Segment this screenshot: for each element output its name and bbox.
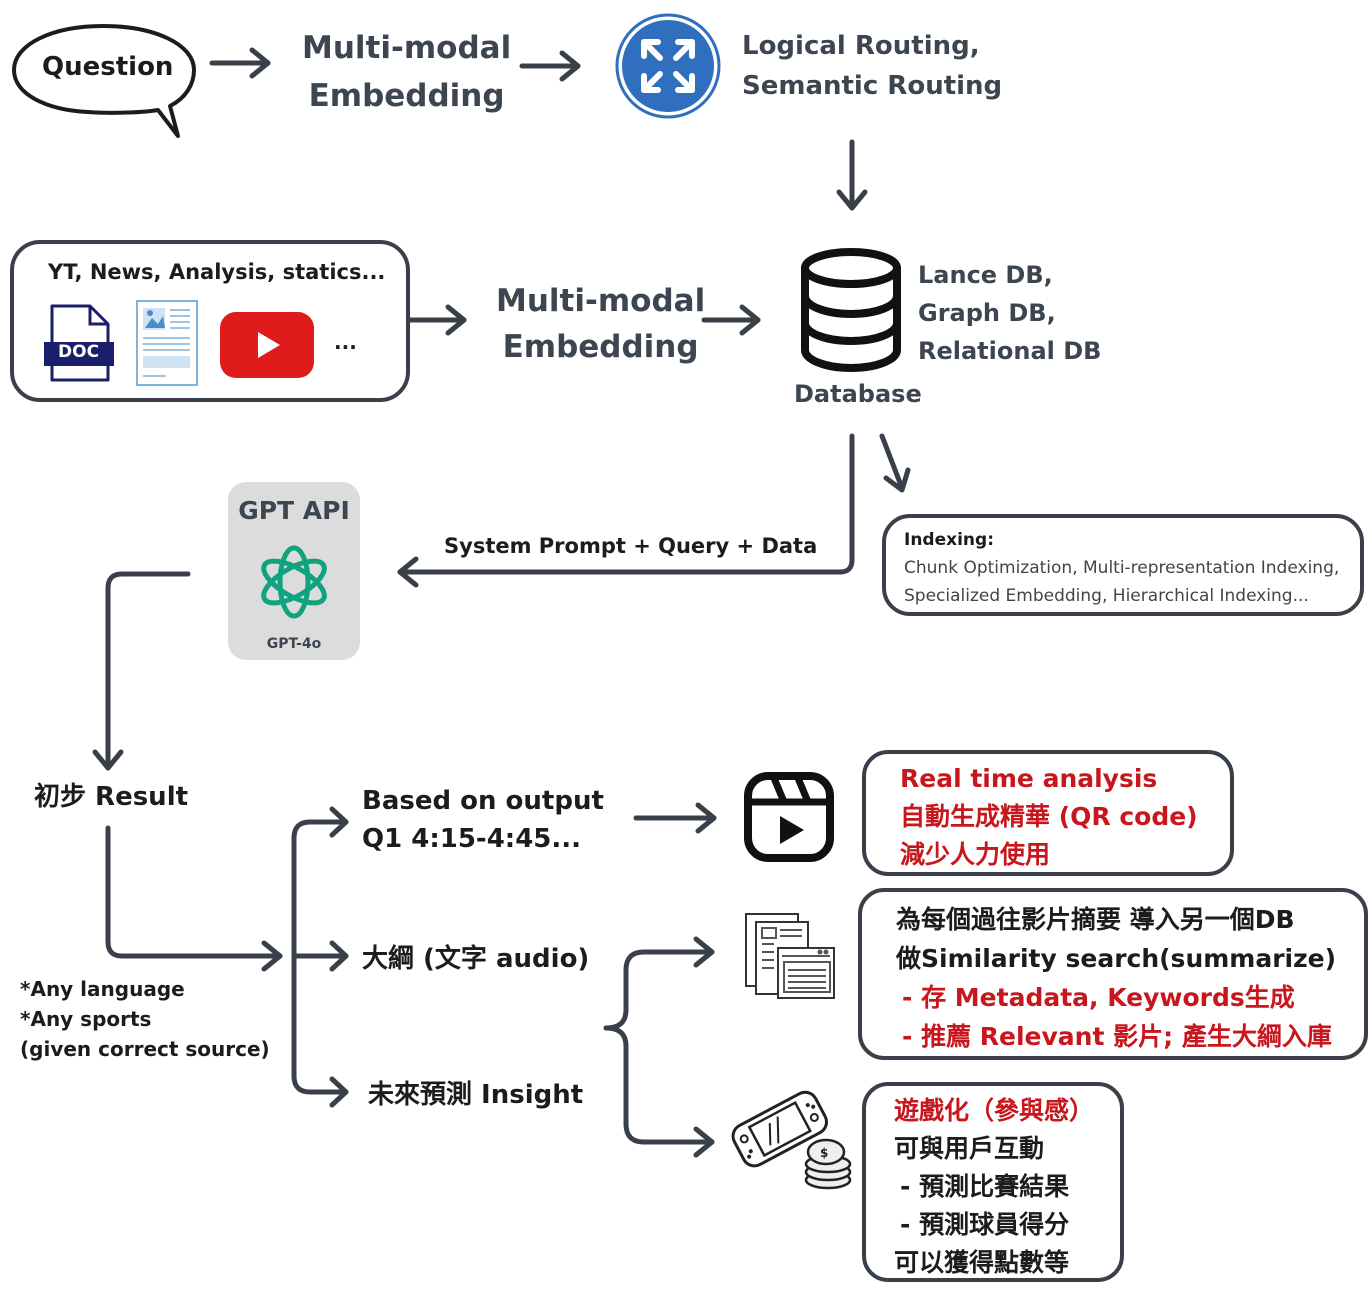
game-console-coins-icon: $	[731, 1090, 852, 1190]
game-line2: 可與用戶互動	[894, 1134, 1045, 1163]
openai-logo-icon	[261, 545, 327, 619]
question-label: Question	[42, 52, 174, 82]
gpt-model: GPT-4o	[266, 636, 322, 652]
note-source: (given correct source)	[20, 1037, 270, 1061]
embedding-mid-line2: Embedding	[502, 329, 699, 365]
prompt-label: System Prompt + Query + Data	[444, 534, 818, 558]
database-type-3: Relational DB	[918, 337, 1102, 365]
database-types: Lance DB, Graph DB, Relational DB	[918, 256, 1101, 370]
news-document-icon	[745, 913, 835, 999]
game-line4: - 預測球員得分	[900, 1210, 1070, 1239]
realtime-line1: Real time analysis	[900, 764, 1158, 793]
embedding-top-line1: Multi-modal	[302, 30, 512, 66]
database-icon	[801, 248, 901, 373]
indexing-line2: Specialized Embedding, Hierarchical Inde…	[904, 586, 1309, 606]
summary-line1: 為每個過往影片摘要 導入另一個DB	[896, 905, 1295, 934]
routing-label: Logical Routing, Semantic Routing	[742, 26, 1002, 106]
more-sources: ...	[334, 330, 357, 354]
doc-file-icon	[44, 304, 114, 382]
speech-bubble-icon	[12, 24, 196, 138]
indexing-line1: Chunk Optimization, Multi-representation…	[904, 558, 1340, 578]
branch-output-line1: Based on output	[362, 786, 604, 816]
note-sports: *Any sports	[20, 1007, 152, 1031]
document-page-icon	[136, 300, 198, 386]
sources-title: YT, News, Analysis, statics...	[48, 260, 386, 284]
database-label: Database	[794, 380, 922, 408]
initial-result: 初步 Result	[34, 782, 189, 812]
branch-insight: 未來預測 Insight	[368, 1080, 584, 1110]
gamification-text: 遊戲化（參與感） 可與用戶互動 - 預測比賽結果 - 預測球員得分 可以獲得點數…	[894, 1092, 1094, 1282]
embedding-mid-line1: Multi-modal	[496, 283, 706, 319]
notes: *Any language *Any sports (given correct…	[20, 974, 270, 1064]
doc-label: DOC	[58, 342, 100, 362]
routing-line1: Logical Routing,	[742, 31, 980, 61]
summary-box: 為每個過往影片摘要 導入另一個DB 做Similarity search(sum…	[858, 888, 1368, 1060]
youtube-icon	[220, 312, 314, 378]
game-line3: - 預測比賽結果	[900, 1172, 1070, 1201]
branch-output-line2: Q1 4:15-4:45...	[362, 824, 582, 854]
gpt-title: GPT API	[238, 496, 350, 525]
realtime-line3: 減少人力使用	[900, 840, 1051, 869]
realtime-text: Real time analysis 自動生成精華 (QR code) 減少人力…	[900, 760, 1198, 874]
indexing-title: Indexing:	[904, 530, 994, 550]
realtime-line2: 自動生成精華 (QR code)	[900, 802, 1198, 831]
embedding-mid: Multi-modal Embedding	[496, 278, 705, 370]
embedding-top: Multi-modal Embedding	[302, 24, 511, 120]
indexing-box: Indexing: Chunk Optimization, Multi-repr…	[882, 514, 1364, 616]
routing-arrows-icon	[615, 13, 721, 119]
svg-text:$: $	[820, 1146, 828, 1160]
summary-line3: - 存 Metadata, Keywords生成	[902, 983, 1295, 1012]
gamification-box: 遊戲化（參與感） 可與用戶互動 - 預測比賽結果 - 預測球員得分 可以獲得點數…	[862, 1082, 1124, 1282]
routing-line2: Semantic Routing	[742, 71, 1003, 101]
game-line1: 遊戲化（參與感）	[894, 1096, 1095, 1125]
branch-output: Based on output Q1 4:15-4:45...	[362, 782, 604, 858]
realtime-box: Real time analysis 自動生成精華 (QR code) 減少人力…	[862, 750, 1234, 876]
gpt-api-card: GPT API GPT-4o	[228, 482, 360, 660]
summary-text: 為每個過往影片摘要 導入另一個DB 做Similarity search(sum…	[896, 900, 1336, 1056]
note-language: *Any language	[20, 977, 185, 1001]
branch-outline: 大綱 (文字 audio)	[362, 944, 590, 974]
video-reels-icon	[744, 772, 834, 862]
embedding-top-line2: Embedding	[308, 78, 505, 114]
game-line5: 可以獲得點數等	[894, 1248, 1070, 1277]
summary-line2: 做Similarity search(summarize)	[896, 944, 1337, 973]
database-type-2: Graph DB,	[918, 299, 1056, 327]
summary-line4: - 推薦 Relevant 影片; 產生大綱入庫	[902, 1022, 1332, 1051]
database-type-1: Lance DB,	[918, 261, 1053, 289]
